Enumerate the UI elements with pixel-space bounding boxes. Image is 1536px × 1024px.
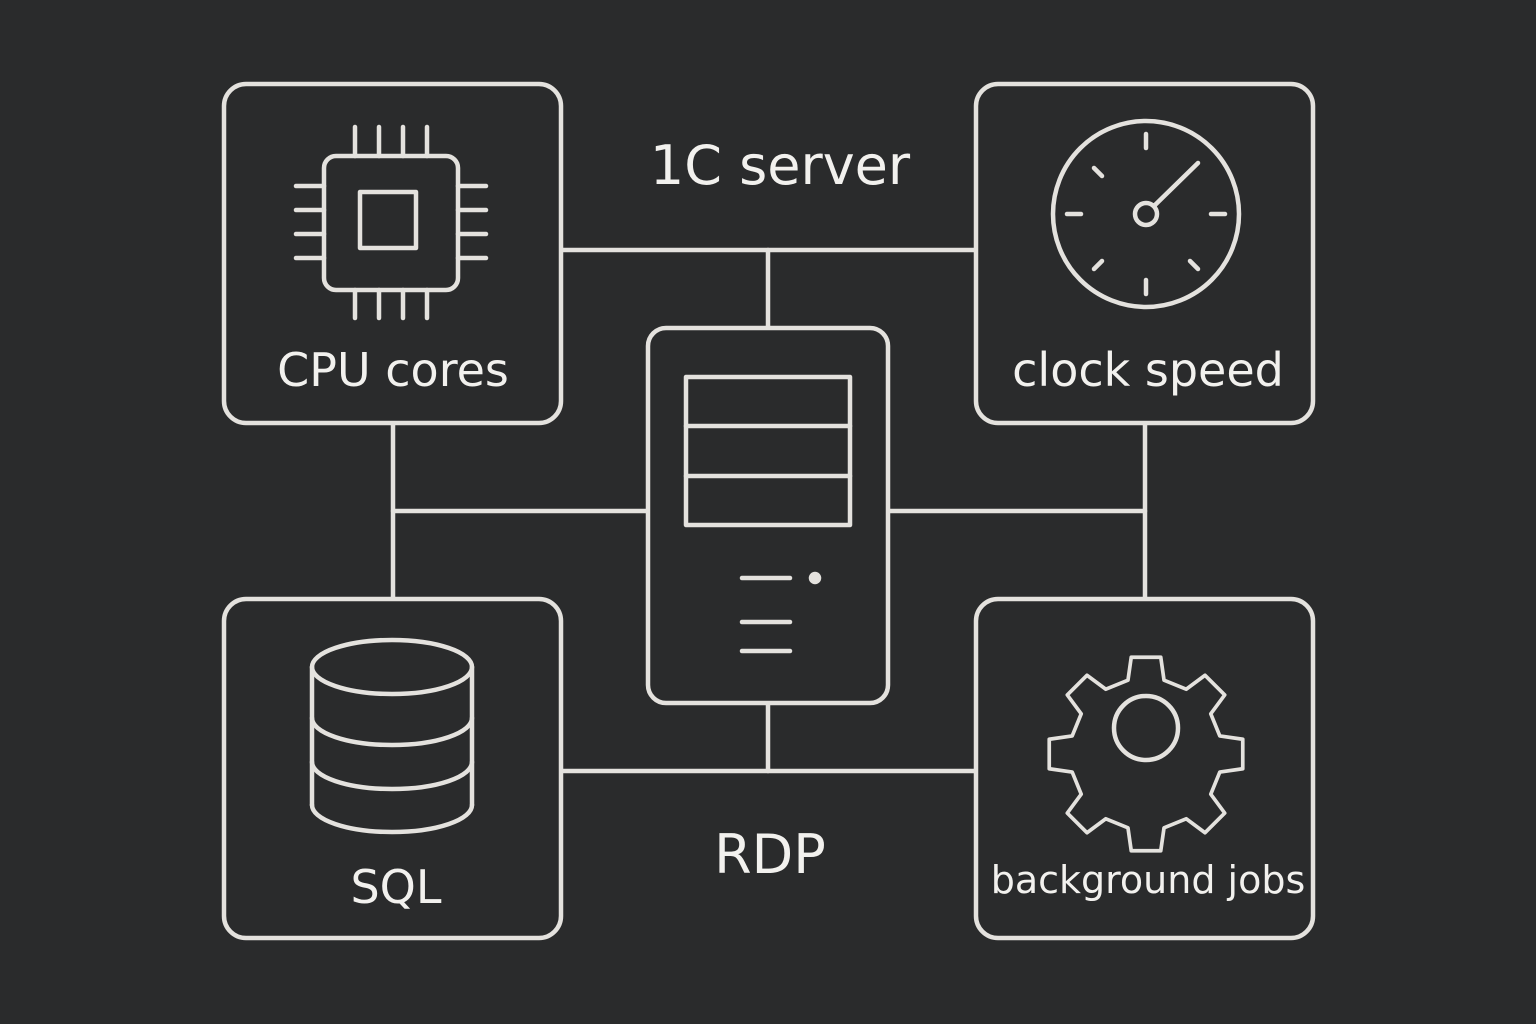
node-background-jobs: background jobs <box>973 596 1316 941</box>
cpu-chip-icon <box>293 124 489 321</box>
clock-icon <box>1050 118 1242 310</box>
cpu-cores-label: CPU cores <box>277 343 509 397</box>
background-jobs-label: background jobs <box>991 858 1306 902</box>
gear-icon <box>1047 655 1245 853</box>
node-cpu-cores: CPU cores <box>221 81 564 426</box>
connectors <box>390 247 1148 774</box>
database-icon <box>309 637 475 835</box>
server-tower-icon <box>683 374 853 654</box>
node-sql: SQL <box>221 596 564 941</box>
clock-speed-label: clock speed <box>1012 343 1284 397</box>
page-title: 1C server <box>650 134 911 197</box>
sql-label: SQL <box>350 860 441 914</box>
node-clock-speed: clock speed <box>973 81 1316 426</box>
rdp-label: RDP <box>714 823 826 886</box>
node-server <box>645 325 891 706</box>
